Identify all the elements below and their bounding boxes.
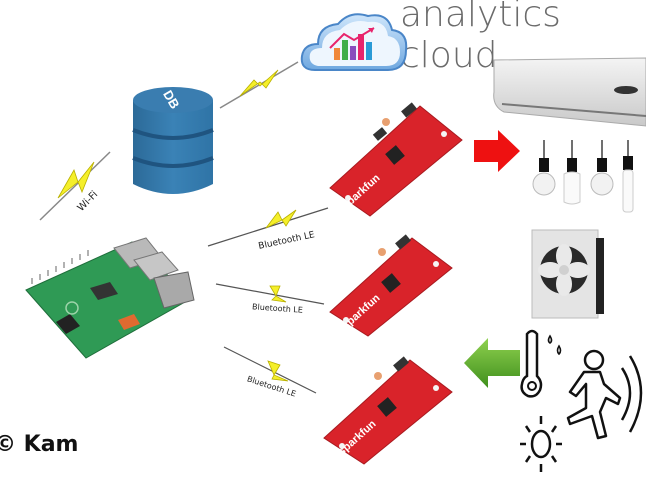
- link-ble-1: [207, 207, 329, 247]
- link-ble-2: [215, 283, 325, 305]
- database-icon: [132, 87, 214, 194]
- cloud-bar-2: [342, 40, 348, 60]
- copyright-label: © Kam: [0, 432, 79, 457]
- light-sensor-icon: [520, 416, 562, 472]
- sparkfun-board-1: [329, 102, 463, 217]
- analytics-cloud-icon: [300, 13, 408, 71]
- link-db-cloud: [219, 61, 299, 109]
- sparkfun-board-3: [323, 356, 453, 465]
- thermometer-icon: [520, 329, 543, 398]
- link-ble-3: [223, 346, 317, 394]
- link-wifi: [39, 151, 111, 221]
- cloud-bar-3: [350, 46, 356, 60]
- exhaust-fan-icon: [531, 229, 604, 319]
- output-arrow-icon: [474, 130, 520, 172]
- motion-sensor-icon: [566, 349, 643, 440]
- analytics-cloud-title: analytics cloud: [400, 0, 561, 76]
- cloud-trend-line: [329, 27, 375, 49]
- sparkfun-board-2: [329, 234, 453, 337]
- air-conditioner-icon: [493, 57, 646, 127]
- raspberry-pi-board: [25, 237, 195, 359]
- cloud-bar-1: [334, 48, 340, 60]
- light-bulbs-icon: [532, 140, 634, 213]
- input-arrow-icon: [464, 338, 520, 388]
- cloud-bar-5: [366, 42, 372, 60]
- cloud-bar-4: [358, 34, 364, 60]
- humidity-drops-icon: [547, 334, 562, 356]
